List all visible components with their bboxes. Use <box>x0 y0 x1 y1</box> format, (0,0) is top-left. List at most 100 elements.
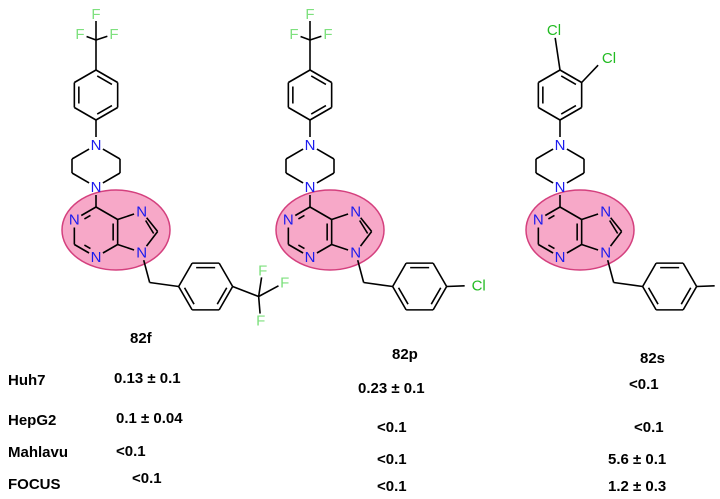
double-bond <box>430 287 442 305</box>
bond <box>117 213 135 221</box>
nitrogen-atom: N <box>305 249 316 266</box>
bond <box>559 69 583 84</box>
bond <box>218 262 234 287</box>
bond <box>71 172 90 184</box>
value-82s-huh7: <0.1 <box>629 376 659 393</box>
nitrogen-atom: N <box>91 179 102 196</box>
bond <box>309 35 322 41</box>
double-bond <box>297 244 305 250</box>
bond <box>218 286 234 311</box>
nitrogen-atom: N <box>69 212 80 229</box>
bond <box>285 172 304 184</box>
value-82f-focus: <0.1 <box>132 470 162 487</box>
bond <box>71 148 90 160</box>
bond <box>80 206 97 217</box>
bond <box>309 206 333 221</box>
fluorine-atom: F <box>289 26 298 43</box>
bond <box>359 231 373 247</box>
value-82s-mahlavu: 5.6 ± 0.1 <box>608 451 667 468</box>
double-bond <box>560 104 577 115</box>
bond <box>358 220 369 234</box>
bond <box>309 106 333 121</box>
bond <box>581 64 599 84</box>
bond <box>73 69 97 84</box>
bond <box>146 217 159 232</box>
fluorine-atom: F <box>305 6 314 23</box>
bond <box>537 106 561 121</box>
cell-line-focus: FOCUS <box>8 476 61 493</box>
bond <box>117 243 135 251</box>
double-bond <box>560 75 577 86</box>
bond <box>559 106 583 121</box>
compound-label-82p: 82p <box>392 346 418 363</box>
bond <box>566 172 585 184</box>
bond <box>432 286 448 311</box>
bond <box>95 106 119 121</box>
double-bond <box>680 287 692 305</box>
bond <box>300 35 311 41</box>
nitrogen-atom: N <box>600 204 611 221</box>
bond <box>566 243 583 254</box>
nitrogen-atom: N <box>91 137 102 154</box>
double-bond <box>397 287 409 305</box>
fluorine-atom: F <box>323 26 332 43</box>
bond <box>581 213 599 221</box>
chlorine-atom: Cl <box>547 22 561 39</box>
bond <box>331 213 349 221</box>
bond <box>535 172 554 184</box>
bond <box>287 69 311 84</box>
bond <box>102 172 121 184</box>
cell-line-hepg2: HepG2 <box>8 412 57 429</box>
cell-line-huh7: Huh7 <box>8 372 46 389</box>
bond <box>316 148 335 160</box>
bond <box>285 148 304 160</box>
value-82s-focus: 1.2 ± 0.3 <box>608 478 667 495</box>
bond <box>360 217 373 232</box>
bond <box>363 281 393 288</box>
chlorine-atom: Cl <box>602 50 616 67</box>
value-82p-focus: <0.1 <box>377 478 407 495</box>
bond <box>682 286 698 311</box>
bond <box>613 281 643 288</box>
fluorine-atom: F <box>109 26 118 43</box>
double-bond <box>216 287 228 305</box>
bond <box>535 148 554 160</box>
bond <box>287 106 311 121</box>
nitrogen-atom: N <box>305 179 316 196</box>
bond <box>554 37 561 71</box>
bond <box>95 35 108 41</box>
nitrogen-atom: N <box>350 204 361 221</box>
bond <box>86 35 97 41</box>
chlorine-atom: Cl <box>472 278 486 295</box>
nitrogen-atom: N <box>600 245 611 262</box>
bond <box>102 243 119 254</box>
bond <box>559 206 583 221</box>
value-82s-hepg2: <0.1 <box>634 419 664 436</box>
bond <box>95 69 119 84</box>
nitrogen-atom: N <box>555 179 566 196</box>
double-bond <box>547 244 555 250</box>
bond <box>331 243 349 251</box>
cell-line-mahlavu: Mahlavu <box>8 444 69 461</box>
value-82p-huh7: 0.23 ± 0.1 <box>358 380 425 397</box>
purine-highlights <box>61 189 635 271</box>
value-82f-hepg2: 0.1 ± 0.04 <box>116 410 183 427</box>
bond <box>537 69 561 84</box>
nitrogen-atom: N <box>136 204 147 221</box>
nitrogen-atom: N <box>555 137 566 154</box>
bond <box>73 243 90 254</box>
nitrogen-atom: N <box>350 245 361 262</box>
bond <box>316 243 333 254</box>
bond <box>294 206 311 217</box>
purine-highlight <box>275 189 385 271</box>
bond <box>682 262 698 287</box>
bond <box>177 286 193 311</box>
nitrogen-atom: N <box>136 245 147 262</box>
nitrogen-atom: N <box>305 137 316 154</box>
bond <box>258 285 279 298</box>
bond <box>391 286 407 311</box>
double-bond <box>96 104 113 115</box>
bond <box>432 262 448 287</box>
double-bond <box>183 287 195 305</box>
